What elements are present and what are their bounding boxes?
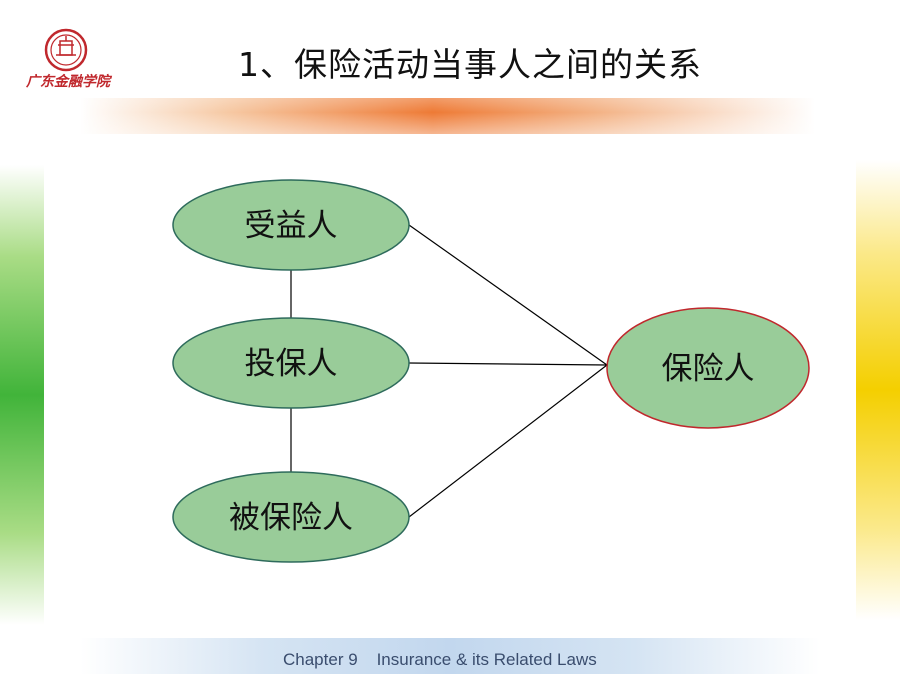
node-applicant-shape [172, 317, 410, 409]
page-title: 1、保险活动当事人之间的关系 [238, 45, 702, 84]
right-decorative-bar [856, 160, 900, 620]
node-insurer: 保险人 [606, 307, 810, 429]
node-applicant-label: 投保人 [245, 346, 338, 382]
node-beneficiary: 受益人 [172, 179, 410, 271]
node-insured: 被保险人 [172, 471, 410, 563]
node-insurer-shape [606, 307, 810, 429]
footer-decorative-band [80, 638, 820, 674]
left-decorative-bar [0, 165, 44, 625]
header-decorative-band [80, 98, 815, 134]
school-logo: 广东金融学院 [25, 28, 113, 90]
footer-subject: Insurance & its Related Laws [376, 650, 597, 669]
node-insurer-label: 保险人 [662, 351, 755, 387]
node-insured-label: 被保险人 [229, 500, 353, 536]
edge-beneficiary-insurer [408, 224, 608, 366]
edge-insured-insurer [408, 364, 608, 518]
node-beneficiary-label: 受益人 [245, 208, 338, 244]
school-emblem-icon [44, 28, 88, 72]
node-insured-shape [172, 471, 410, 563]
school-name-logo: 广东金融学院 [25, 73, 113, 90]
node-beneficiary-shape [172, 179, 410, 271]
edge-applicant-insurer [408, 362, 608, 366]
footer-chapter: Chapter 9 [283, 650, 358, 669]
node-applicant: 投保人 [172, 317, 410, 409]
footer-caption: Chapter 9 Insurance & its Related Laws [283, 650, 597, 670]
diagram-edges [290, 224, 608, 518]
